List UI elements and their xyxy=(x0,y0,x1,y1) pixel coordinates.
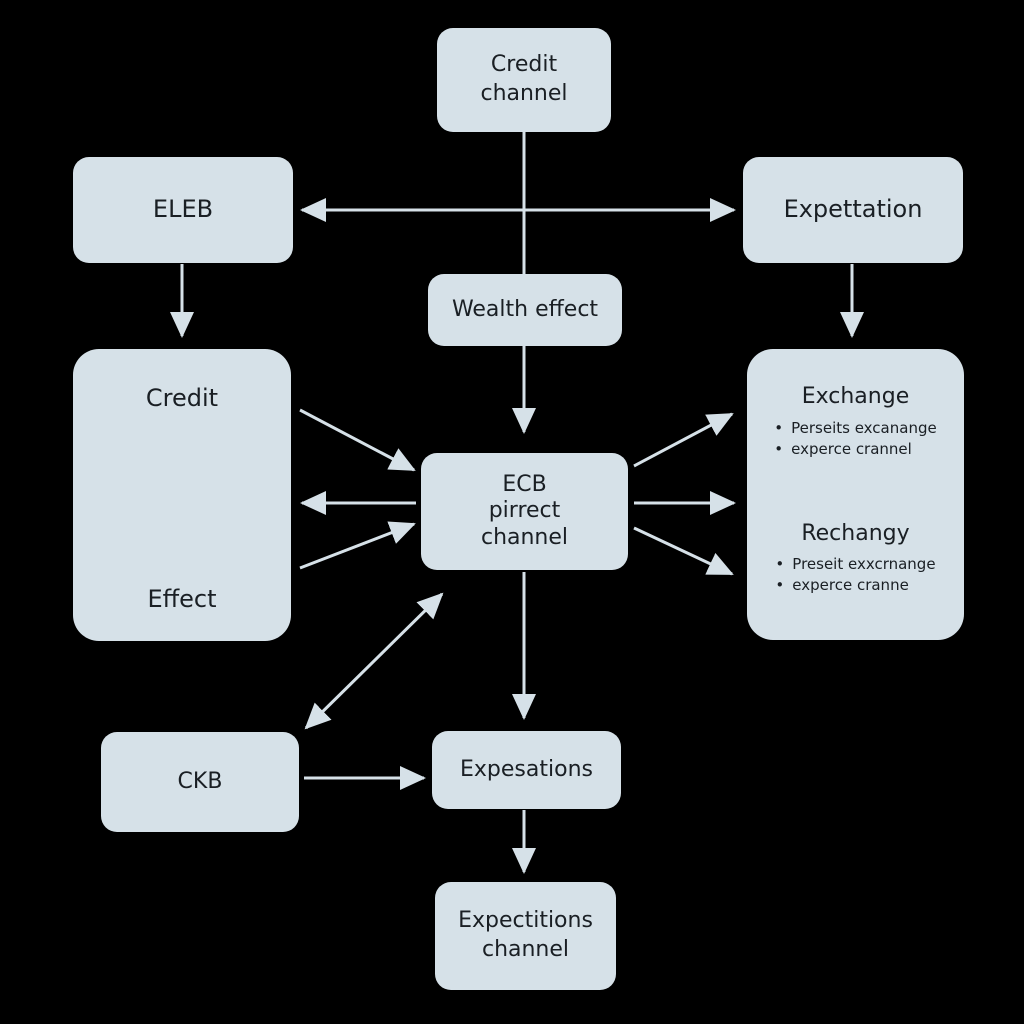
arrow-credit-to-ecb-lower xyxy=(299,521,416,570)
rechangy-bullet-2: experce cranne xyxy=(775,575,935,596)
expesations-box: Expesations xyxy=(432,731,621,809)
rechangy-bullet-1: Preseit exxcrnange xyxy=(775,554,935,575)
exchange-bullet-2: experce crannel xyxy=(774,439,936,460)
ckb-box: CKB xyxy=(101,732,299,832)
expectation-label: Expettation xyxy=(783,195,923,224)
ecb-direct-line3: channel xyxy=(480,524,569,550)
wealth-effect-box: Wealth effect xyxy=(428,274,622,346)
exchange-title: Exchange xyxy=(801,384,910,409)
exchange-bullets: Perseits excanange experce crannel xyxy=(774,418,937,460)
exchange-bullet-1: Perseits excanange xyxy=(774,418,937,439)
ckb-label: CKB xyxy=(177,768,223,794)
arrow-ecb-ckb xyxy=(304,592,444,730)
wealth-effect-label: Wealth effect xyxy=(451,296,599,322)
rechangy-section: Rechangy Preseit exxcrnange experce cran… xyxy=(775,520,935,597)
expectation-box: Expettation xyxy=(743,157,963,263)
ecb-direct-line2: pirrect xyxy=(488,498,561,524)
ecb-direct-line1: ECB xyxy=(502,471,547,497)
expesations-label: Expesations xyxy=(460,756,593,782)
credit-effect-top: Credit xyxy=(145,384,219,412)
expectations-channel-line2: channel xyxy=(481,937,570,962)
eleb-box: ELEB xyxy=(73,157,293,263)
arrow-ecb-to-exchange-upper xyxy=(633,412,734,468)
rechangy-bullets: Preseit exxcrnange experce cranne xyxy=(775,554,935,596)
arrow-credit-to-ecb-upper xyxy=(299,408,416,472)
credit-effect-box: Credit Effect xyxy=(73,349,291,641)
arrow-ecb-to-exchange-lower xyxy=(633,526,734,576)
exchange-section: Exchange Perseits excanange experce cran… xyxy=(774,383,937,460)
ecb-direct-channel-box: ECB pirrect channel xyxy=(421,453,628,570)
credit-effect-bottom: Effect xyxy=(147,584,217,613)
credit-channel-top-line1: Credit xyxy=(490,52,558,78)
expectations-channel-line1: Expectitions xyxy=(458,908,593,934)
exchange-panel-box: Exchange Perseits excanange experce cran… xyxy=(747,349,964,640)
eleb-label: ELEB xyxy=(152,195,214,224)
expectations-channel-box: Expectitions channel xyxy=(435,882,616,990)
credit-channel-top-box: Credit channel xyxy=(437,28,611,132)
credit-channel-top-line2: channel xyxy=(480,81,568,106)
rechangy-title: Rechangy xyxy=(801,520,910,546)
